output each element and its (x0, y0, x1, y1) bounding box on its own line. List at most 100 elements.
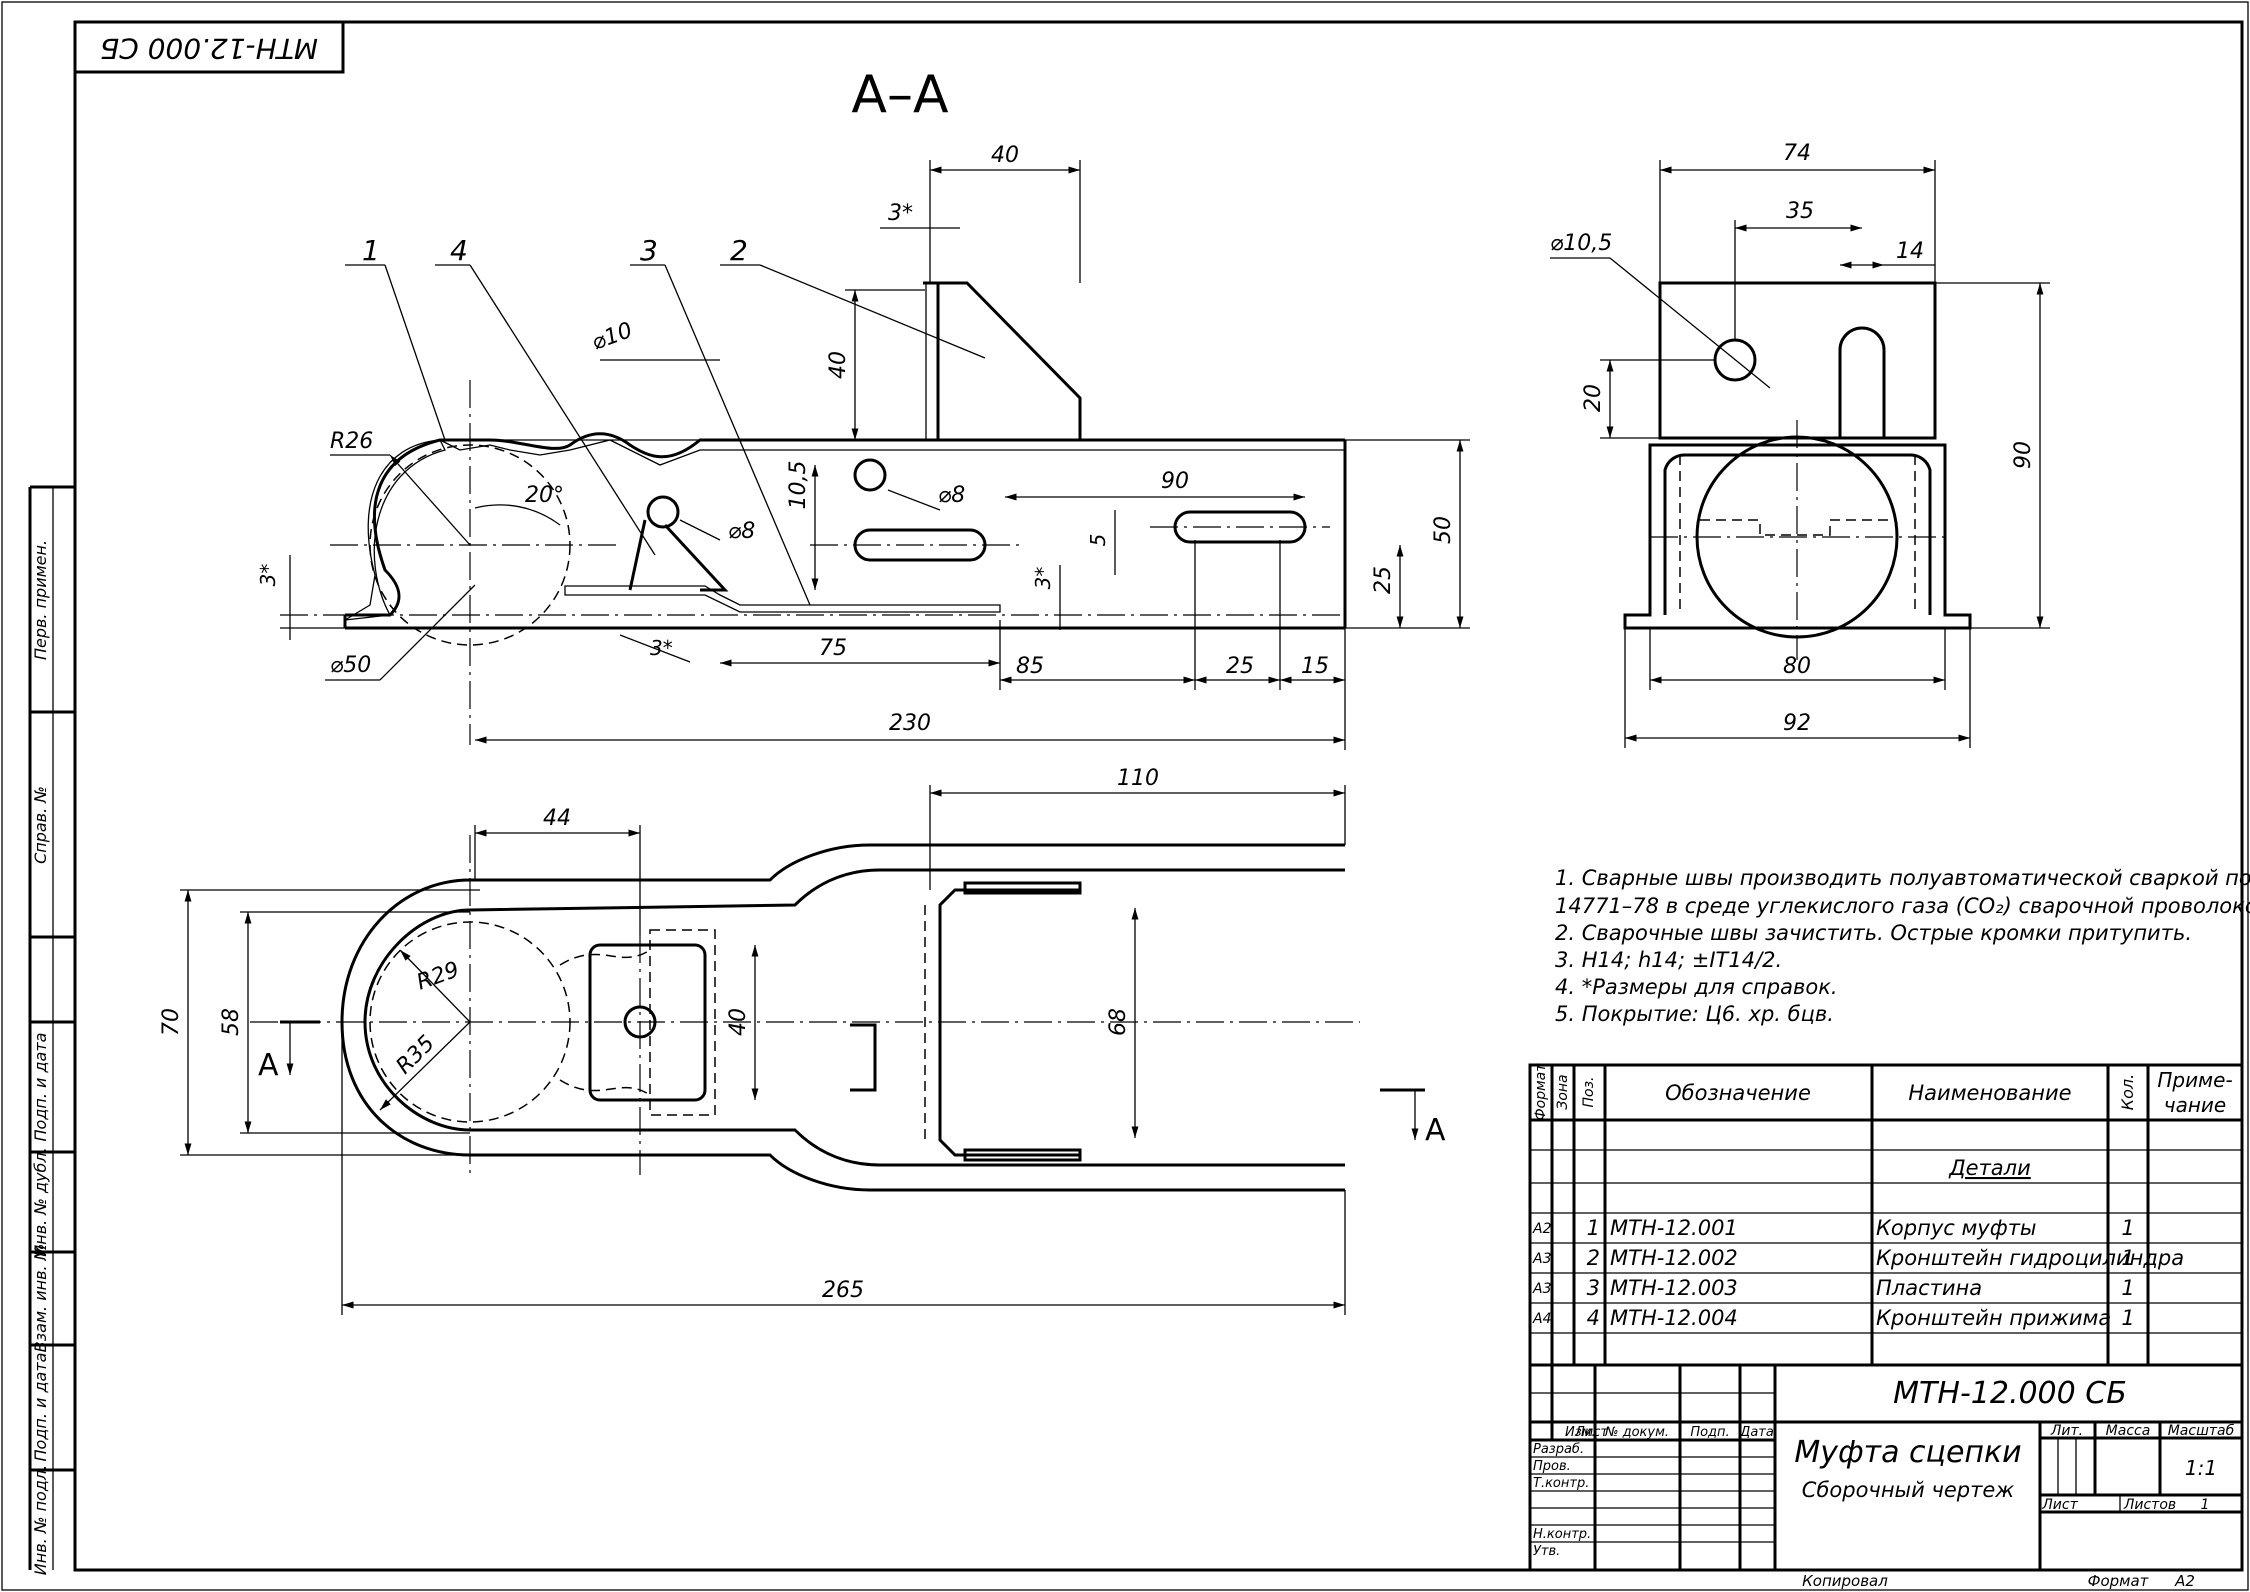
margin-label-perv: Перв. примен. (31, 540, 50, 660)
spec-row: А3 3 МТН-12.003 Пластина 1 (1532, 1276, 2135, 1300)
svg-text:Лист: Лист (2041, 1497, 2078, 1513)
svg-text:Разраб.: Разраб. (1533, 1442, 1584, 1457)
svg-text:№ докум.: № докум. (1604, 1425, 1669, 1440)
svg-text:20: 20 (1581, 384, 1606, 412)
svg-text:Т.контр.: Т.контр. (1533, 1476, 1589, 1491)
svg-text:3*: 3* (256, 564, 280, 587)
margin-label-inv-dubl: Инв. № дубл. (31, 1147, 50, 1256)
svg-text:50: 50 (1431, 516, 1456, 544)
svg-text:1: 1 (2201, 1497, 2210, 1513)
svg-text:Зона: Зона (1555, 1074, 1571, 1109)
svg-text:Масштаб: Масштаб (2168, 1423, 2235, 1439)
svg-text:Кронштейн гидроцилиндра: Кронштейн гидроцилиндра (1876, 1246, 2184, 1270)
outer-profile (345, 432, 1345, 617)
spec-section-title: Детали (1948, 1156, 2031, 1180)
margin-label-inv-podl: Инв. № подл. (31, 1465, 50, 1575)
doc-code: МТН-12.000 СБ (1893, 1376, 2127, 1411)
svg-text:1: 1 (2121, 1246, 2134, 1270)
svg-text:МТН-12.004: МТН-12.004 (1610, 1306, 1738, 1330)
svg-text:2: 2 (1587, 1246, 1600, 1270)
svg-text:⌀10: ⌀10 (589, 318, 636, 356)
svg-text:Н.контр.: Н.контр. (1533, 1527, 1591, 1542)
section-dimensions: 40 3* 40 ⌀10 R26 20° 10,5 ⌀8 ⌀8 90 5 3* … (256, 143, 1470, 750)
svg-text:Лист: Лист (1574, 1425, 1608, 1440)
svg-text:R26: R26 (330, 429, 373, 454)
note-4: 4. *Размеры для справок. (1555, 975, 1838, 999)
svg-text:35: 35 (1786, 199, 1814, 224)
note-1: 1. Сварные швы производить полуавтоматич… (1555, 866, 2250, 890)
section-mark-left: А (258, 1048, 279, 1083)
margin-label-podp1: Подп. и дата (31, 1033, 50, 1142)
svg-text:А3: А3 (1532, 1281, 1551, 1297)
plan-outer (340, 843, 1345, 1192)
svg-text:МТН-12.002: МТН-12.002 (1610, 1246, 1738, 1270)
svg-text:Кронштейн прижима: Кронштейн прижима (1876, 1306, 2111, 1330)
svg-text:5: 5 (1086, 534, 1110, 547)
svg-text:Масса: Масса (2106, 1423, 2151, 1439)
svg-text:68: 68 (1106, 1008, 1131, 1036)
section-title: А–А (851, 65, 949, 125)
spec-row: А3 2 МТН-12.002 Кронштейн гидроцилиндра … (1532, 1246, 2184, 1270)
plan-view: А А (250, 835, 1446, 1192)
svg-text:Корпус муфты: Корпус муфты (1876, 1216, 2037, 1240)
svg-text:25: 25 (1226, 654, 1254, 679)
svg-text:10,5: 10,5 (786, 461, 811, 510)
drawing-subtitle: Сборочный чертеж (1802, 1478, 2014, 1502)
margin-label-sprav: Справ. № (31, 786, 50, 864)
svg-text:3*: 3* (1031, 567, 1055, 590)
svg-text:90: 90 (1161, 469, 1189, 494)
svg-text:14: 14 (1896, 239, 1924, 264)
svg-text:80: 80 (1783, 654, 1811, 679)
pos-1: 1 (362, 234, 380, 267)
svg-text:Копировал: Копировал (1802, 1572, 1888, 1590)
svg-text:Кол.: Кол. (2118, 1074, 2137, 1110)
svg-text:А2: А2 (2174, 1572, 2195, 1590)
bracket-tab (1838, 326, 1886, 438)
svg-text:40: 40 (826, 351, 851, 379)
svg-text:230: 230 (889, 711, 931, 736)
stamp-rotated-text: МТН-12.000 СБ (100, 32, 318, 65)
svg-text:15: 15 (1301, 654, 1329, 679)
svg-text:1: 1 (2121, 1306, 2134, 1330)
svg-text:⌀10,5: ⌀10,5 (1550, 231, 1612, 256)
svg-text:4: 4 (1587, 1306, 1600, 1330)
note-5: 5. Покрытие: Ц6. хр. бцв. (1555, 1002, 1834, 1026)
spec-row: А2 1 МТН-12.001 Корпус муфты 1 (1532, 1216, 2135, 1240)
note-2: 2. Сварочные швы зачистить. Острые кромк… (1555, 921, 2192, 945)
svg-text:Обозначение: Обозначение (1665, 1081, 1811, 1105)
note-1b: 14771–78 в среде углекислого газа (CO₂) … (1555, 894, 2250, 918)
margin-label-podp2: Подп. и дата (31, 1353, 50, 1462)
svg-text:75: 75 (819, 636, 847, 661)
svg-text:⌀8: ⌀8 (728, 519, 755, 544)
svg-text:МТН-12.003: МТН-12.003 (1610, 1276, 1738, 1300)
svg-text:58: 58 (219, 1008, 244, 1036)
title-block: Изм. Лист № докум. Подп. Дата Разраб. Пр… (1528, 1363, 2244, 1572)
svg-text:40: 40 (991, 143, 1019, 168)
svg-text:МТН-12.001: МТН-12.001 (1610, 1216, 1738, 1240)
svg-text:Пластина: Пластина (1876, 1276, 1982, 1300)
svg-text:1: 1 (1587, 1216, 1600, 1240)
svg-text:44: 44 (543, 806, 571, 831)
svg-text:А4: А4 (1532, 1311, 1551, 1327)
svg-text:265: 265 (822, 1278, 864, 1303)
plan-inner (363, 868, 1345, 1167)
pos-4: 4 (450, 234, 468, 267)
svg-text:40: 40 (726, 1008, 751, 1036)
svg-text:Изм.: Изм. (1565, 1425, 1596, 1440)
scale-value: 1:1 (2185, 1456, 2217, 1480)
svg-text:R35: R35 (392, 1031, 440, 1079)
section-mark-right: А (1425, 1113, 1446, 1148)
svg-text:Подп.: Подп. (1690, 1425, 1729, 1440)
svg-text:110: 110 (1117, 766, 1159, 791)
svg-text:25: 25 (1371, 566, 1396, 594)
svg-text:⌀8: ⌀8 (938, 483, 965, 508)
left-curl-hatch (344, 439, 446, 621)
svg-text:3*: 3* (888, 201, 913, 226)
spec-table: Формат Зона Поз. Обозначение Наименовани… (1528, 1063, 2244, 1367)
top-wall-hatch (439, 439, 1346, 466)
svg-text:1: 1 (2121, 1276, 2134, 1300)
pos-3: 3 (640, 234, 658, 267)
svg-text:Пров.: Пров. (1533, 1459, 1571, 1474)
